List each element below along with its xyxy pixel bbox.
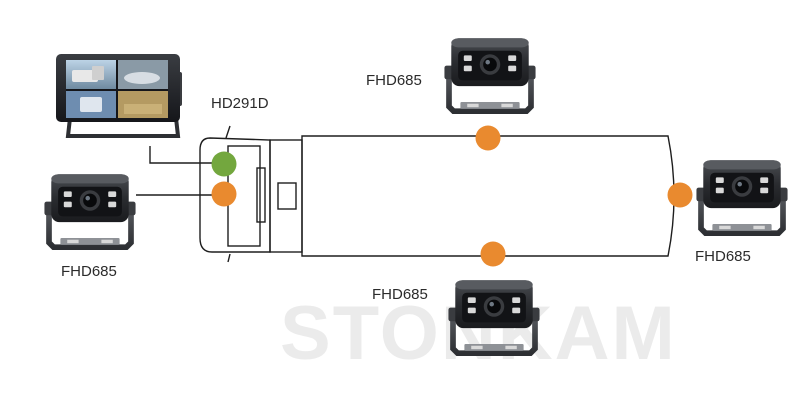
camera-bottom-label: FHD685 [372, 286, 428, 303]
monitor-mount-dot [211, 151, 237, 177]
bottom-camera-dot [480, 241, 506, 267]
camera-top-label: FHD685 [366, 72, 422, 89]
trailer-body [301, 135, 675, 257]
tractor-cab [199, 137, 271, 253]
camera-left-label: FHD685 [61, 263, 117, 280]
hitch [269, 139, 303, 253]
monitor-device [56, 54, 182, 138]
monitor-model-label: HD291D [211, 95, 269, 112]
camera-rear-label: FHD685 [695, 248, 751, 265]
camera-bottom [448, 280, 539, 353]
left-camera-dot [211, 181, 237, 207]
monitor-cable [149, 146, 224, 164]
wiring [136, 146, 224, 196]
camera-left [44, 174, 135, 247]
vehicle-outline [199, 125, 675, 263]
camera-rear [696, 160, 787, 233]
camera-top [444, 38, 535, 111]
rear-camera-dot [667, 182, 693, 208]
top-camera-dot [475, 125, 501, 151]
